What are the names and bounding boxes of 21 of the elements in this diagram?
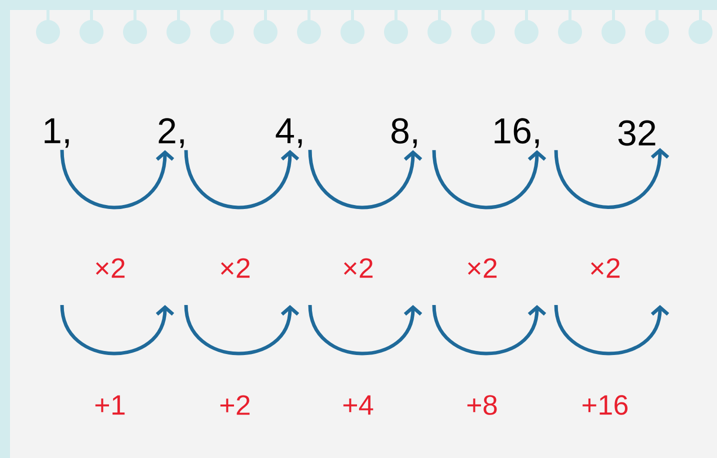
edge-label: ×2 [468,258,497,278]
curved-arrow [60,150,174,210]
curved-arrow [184,150,300,210]
curved-arrow [308,150,422,210]
number: 8, [392,118,417,148]
difference-label: +1 [95,395,125,415]
edge-label: ×2 [220,258,250,278]
difference-label: +2 [220,395,250,415]
difference-label: +8 [467,395,497,415]
edge-label: ×2 [591,258,620,278]
difference-label: +4 [343,395,374,415]
edge-label: ×2 [344,258,373,278]
edge-label: ×2 [96,258,125,278]
number: 16, [494,118,539,148]
number: 4, [276,118,302,148]
difference-label: +16 [582,395,628,415]
number: 1, [44,118,69,148]
number: 2, [158,118,184,148]
curved-arrow [554,148,670,209]
curved-arrow [432,150,546,210]
number: 32 [618,120,656,146]
